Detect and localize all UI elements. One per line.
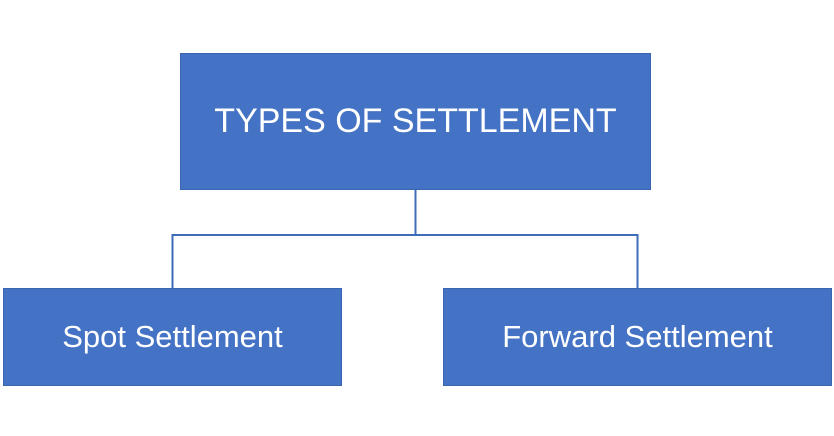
root-node-label: TYPES OF SETTLEMENT [214,102,617,140]
child-node-label-spot: Spot Settlement [62,319,283,354]
child-node-spot-settlement: Spot Settlement [3,288,342,386]
child-node-forward-settlement: Forward Settlement [443,288,832,386]
child-node-label-forward: Forward Settlement [502,319,773,354]
root-node-types-of-settlement: TYPES OF SETTLEMENT [180,53,651,190]
